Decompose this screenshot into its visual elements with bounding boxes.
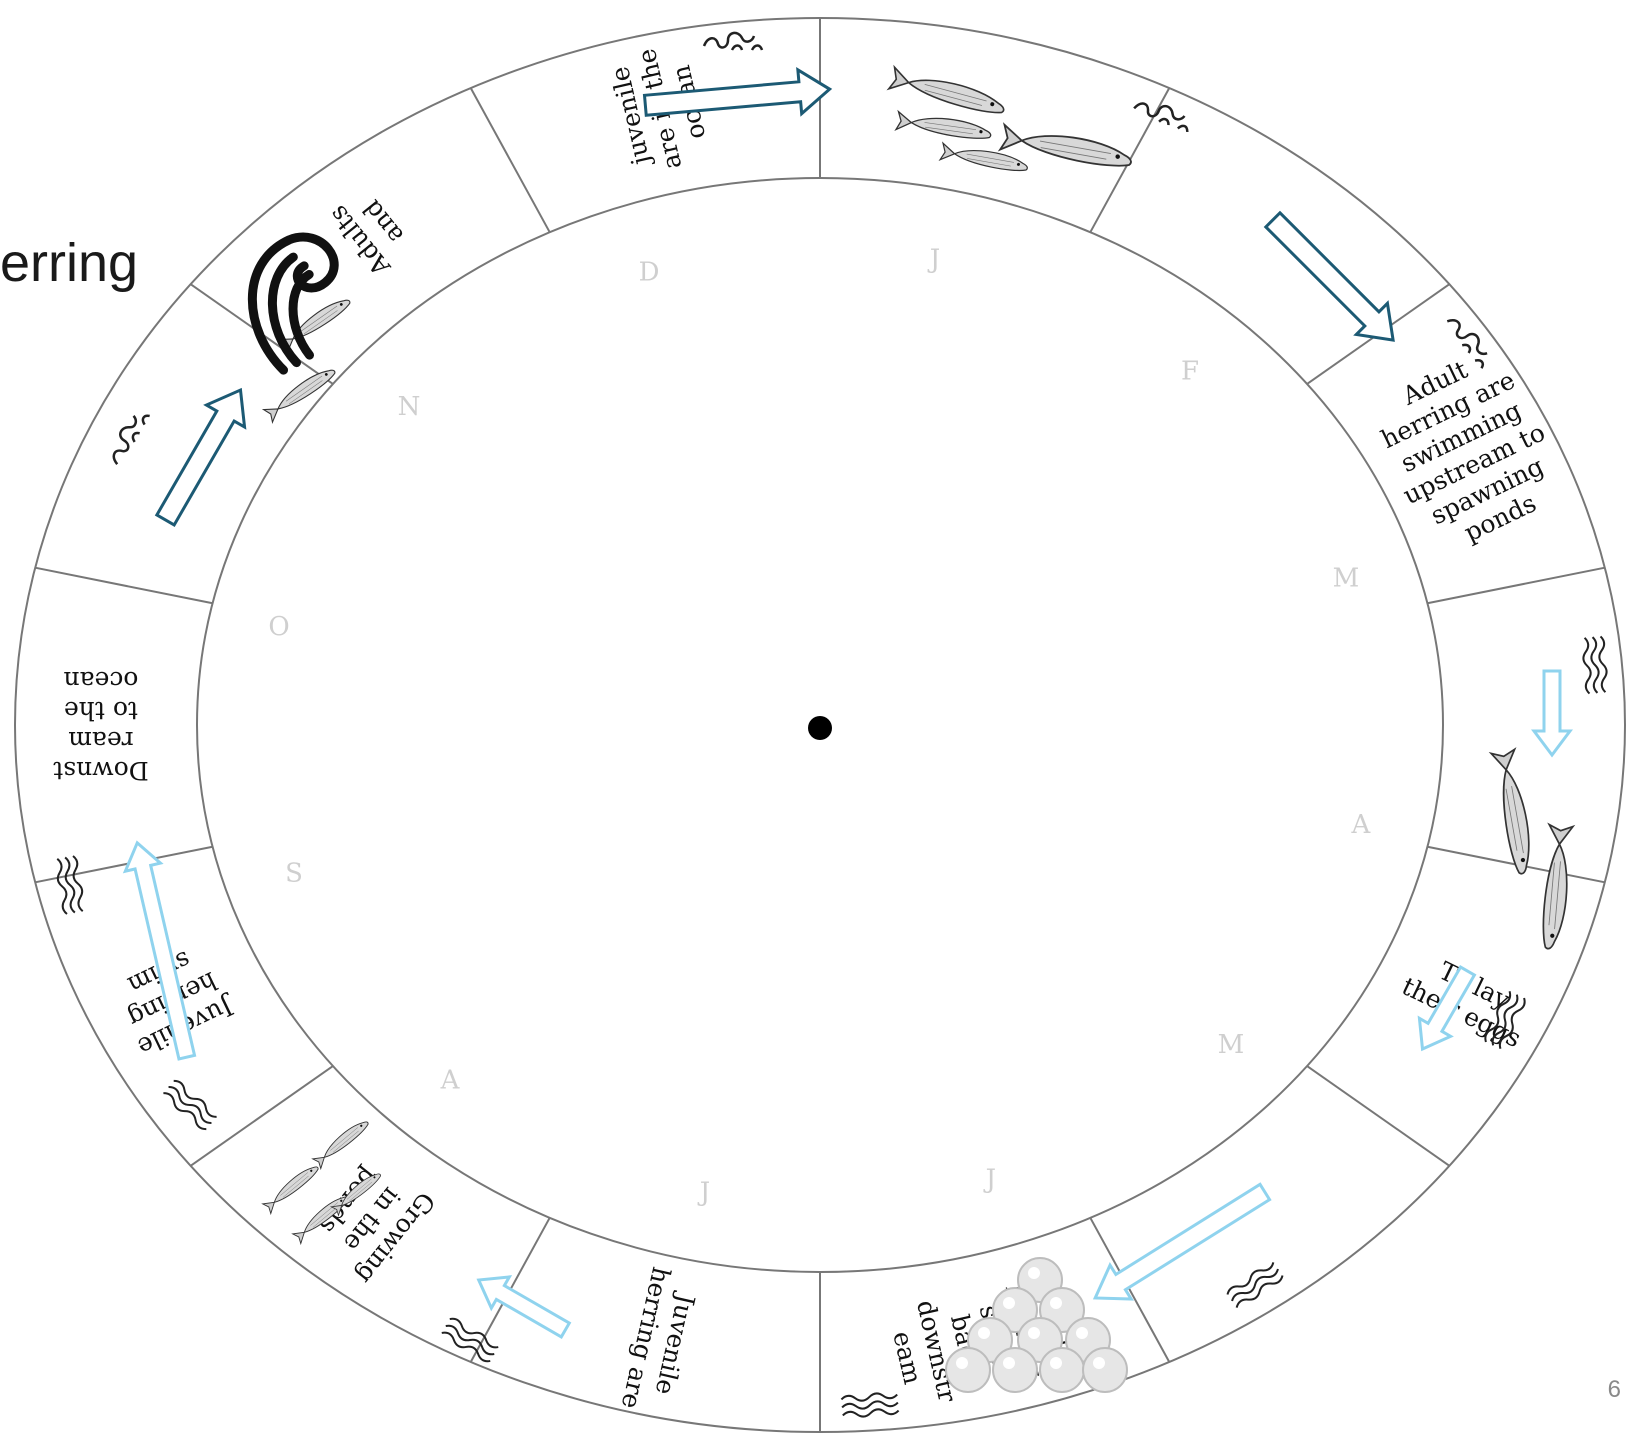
waves-icon — [1484, 990, 1526, 1050]
segment-divider — [469, 87, 551, 233]
waves-icon — [441, 1317, 499, 1363]
ocean-wave-icon — [1446, 319, 1488, 369]
fish-icon — [261, 369, 336, 425]
arrow-light-3 — [1092, 1182, 1272, 1301]
ocean-wave-icon — [702, 31, 764, 51]
waves-icon — [163, 1079, 217, 1131]
month-label: J — [697, 1178, 710, 1208]
waves-icon — [56, 855, 84, 915]
month-label: S — [285, 858, 303, 888]
ocean-wave-icon — [1133, 102, 1189, 132]
month-label: J — [983, 1165, 996, 1195]
segment-divider — [1306, 1065, 1450, 1167]
segment-label-line: ocean — [64, 666, 139, 695]
arrow-light-4 — [476, 1275, 572, 1339]
month-label: O — [268, 612, 289, 642]
month-label: M — [1218, 1030, 1245, 1060]
fish-icon — [261, 1166, 319, 1216]
page-number: 6 — [1607, 1376, 1621, 1403]
waves-icon — [1226, 1262, 1284, 1308]
eggs-icon — [945, 1257, 1128, 1393]
month-label: J — [927, 244, 940, 274]
segment-label-line: Downst — [53, 756, 148, 785]
month-label: A — [1351, 810, 1372, 840]
center-pin — [808, 716, 832, 740]
slide-title: erring — [0, 233, 139, 293]
month-label: N — [398, 392, 421, 422]
fish-icon — [1488, 747, 1530, 875]
segment-divider — [190, 1065, 334, 1167]
ocean-wave-icon — [112, 414, 150, 465]
waves-icon — [1582, 635, 1608, 695]
wave-swirl-icon — [247, 232, 339, 375]
segment-divider — [1089, 1217, 1171, 1363]
waves-icon — [840, 1392, 900, 1418]
arrow-light-2 — [1417, 964, 1477, 1052]
fish-icon — [938, 141, 1028, 172]
segment-divider — [1427, 566, 1606, 605]
fish-icon — [894, 109, 992, 139]
arrow-dark-2 — [1263, 210, 1395, 342]
arrow-dark-3 — [154, 387, 247, 528]
fish-icon — [276, 299, 351, 355]
month-label: D — [639, 257, 660, 287]
segment-divider — [34, 566, 213, 605]
month-label: F — [1181, 357, 1199, 387]
month-label: A — [440, 1065, 461, 1095]
fish-icon — [311, 1121, 369, 1171]
arrow-dark-1 — [642, 67, 833, 117]
fish-icon — [1542, 822, 1576, 950]
arrow-light-5 — [122, 840, 197, 1061]
segment-label-line: to the — [64, 696, 138, 725]
arrow-light-1 — [1531, 669, 1573, 758]
segment-label-line: ream — [68, 726, 134, 755]
month-label: M — [1333, 564, 1360, 594]
fish-icon — [886, 64, 1005, 114]
fish-icon — [997, 122, 1132, 167]
fish-icon — [329, 1173, 381, 1217]
